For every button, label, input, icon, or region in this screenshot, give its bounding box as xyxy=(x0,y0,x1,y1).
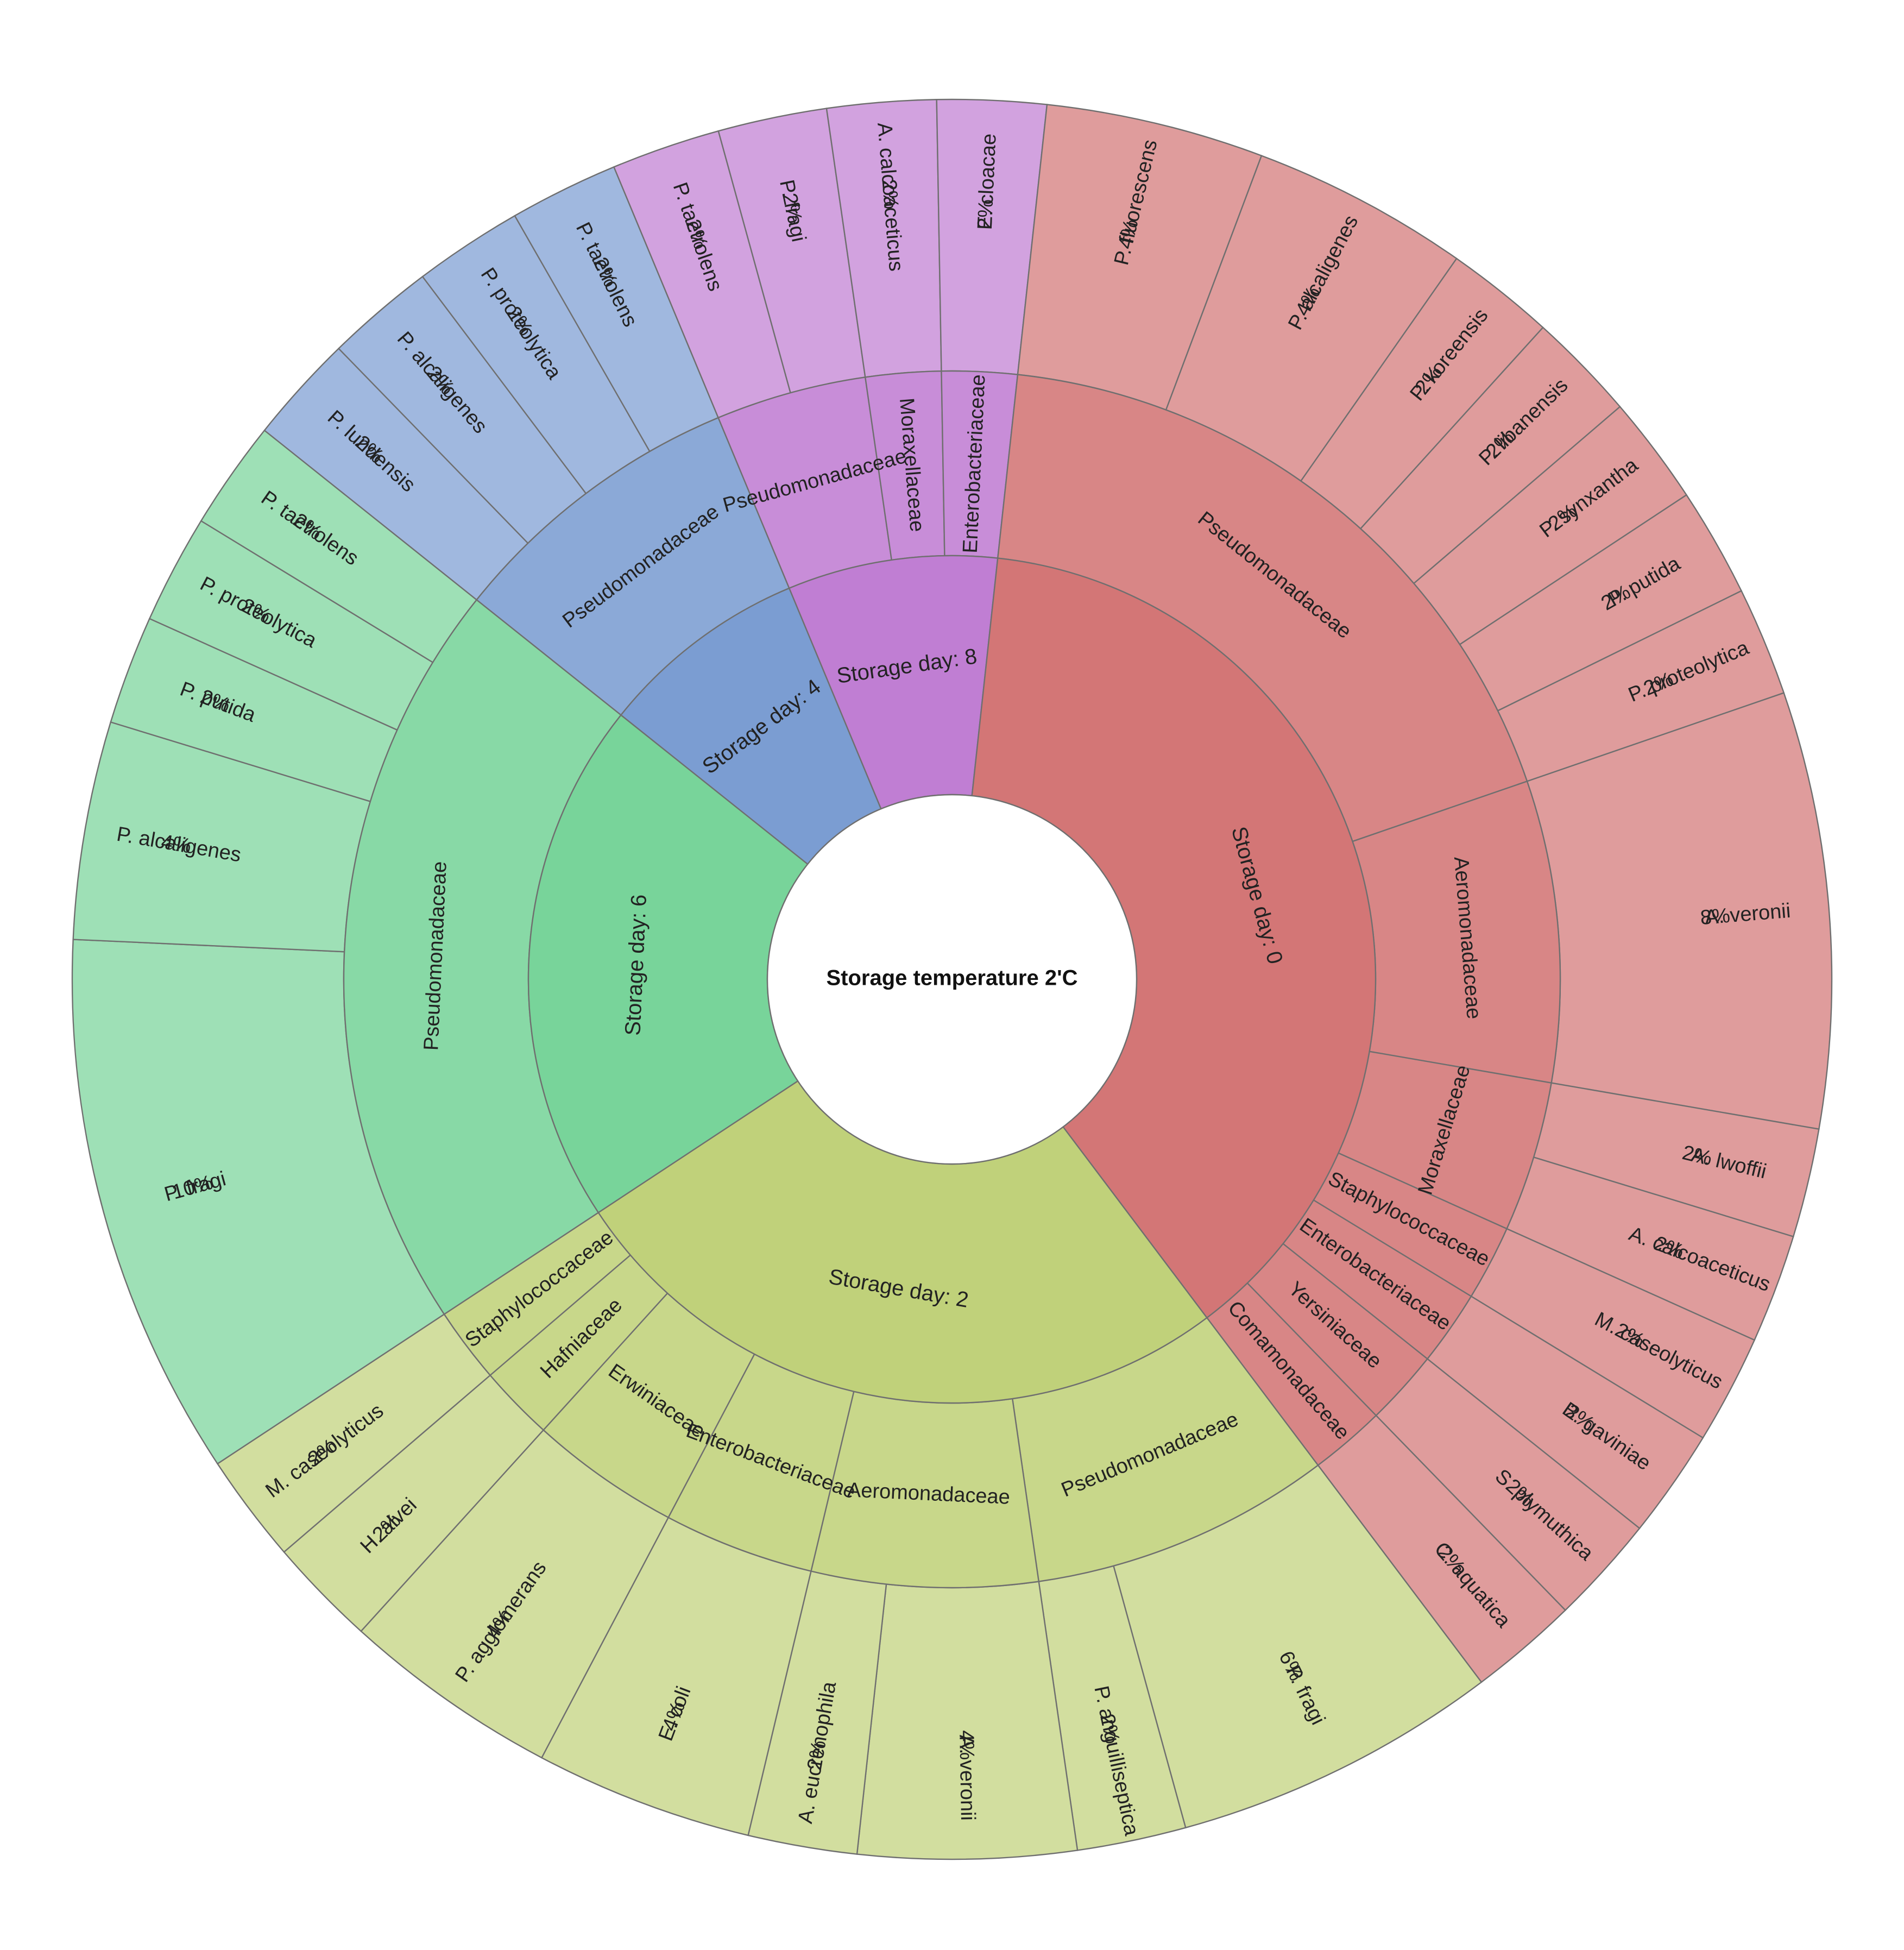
species-percent: 4% xyxy=(160,831,193,858)
species-percent: 2% xyxy=(878,178,903,210)
species-label: E. cloacae xyxy=(974,133,1001,230)
species-label: A. veronii xyxy=(955,1734,979,1821)
species-percent: 2% xyxy=(974,199,998,230)
species-percent: 2% xyxy=(803,1739,831,1772)
chart-title: Storage temperature 2'C xyxy=(827,966,1078,990)
species-percent: 4% xyxy=(955,1730,978,1760)
segments-layer xyxy=(71,98,1833,1860)
center-hole xyxy=(766,794,1138,1165)
species-percent: 8% xyxy=(1699,904,1731,929)
